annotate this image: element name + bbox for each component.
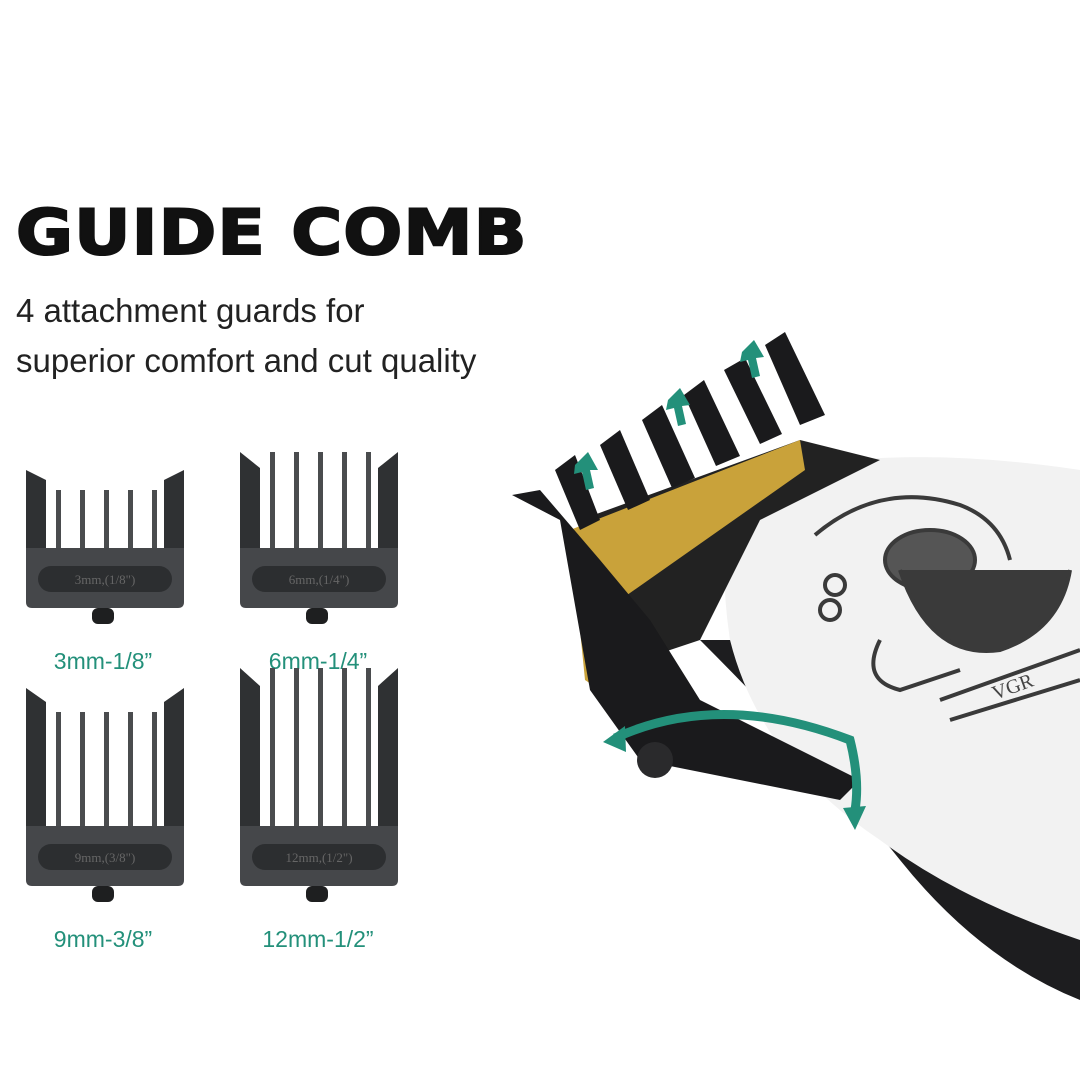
page-title: GUIDE COMB bbox=[15, 195, 528, 270]
subtitle-line-1: 4 attachment guards for bbox=[16, 292, 365, 329]
guard-label: 12mm-1/2” bbox=[262, 926, 374, 952]
guard-imprint: 12mm,(1/2") bbox=[285, 850, 352, 865]
guard-imprint: 6mm,(1/4") bbox=[289, 572, 350, 587]
clipper-body bbox=[724, 457, 1080, 940]
guard-imprint: 9mm,(3/8") bbox=[75, 850, 136, 865]
guard-comb-9mm: 9mm,(3/8") bbox=[26, 688, 184, 902]
guard-comb-6mm: 6mm,(1/4") bbox=[240, 452, 398, 624]
guard-comb-12mm: 12mm,(1/2") bbox=[240, 668, 398, 902]
subtitle-line-2: superior comfort and cut quality bbox=[16, 342, 477, 379]
attached-guard bbox=[512, 332, 860, 800]
adjust-arrow bbox=[613, 710, 862, 811]
barber-logo bbox=[813, 495, 1080, 722]
pivot-knob bbox=[637, 742, 673, 778]
blade bbox=[570, 440, 805, 690]
guard-imprint: 3mm,(1/8") bbox=[75, 572, 136, 587]
hair-clipper-image: VGR bbox=[512, 332, 1080, 1000]
guard-label: 9mm-3/8” bbox=[53, 926, 153, 952]
guard-comb-3mm: 3mm,(1/8") bbox=[26, 470, 184, 624]
direction-arrows bbox=[574, 340, 764, 490]
guard-label: 3mm-1/8” bbox=[53, 648, 153, 674]
